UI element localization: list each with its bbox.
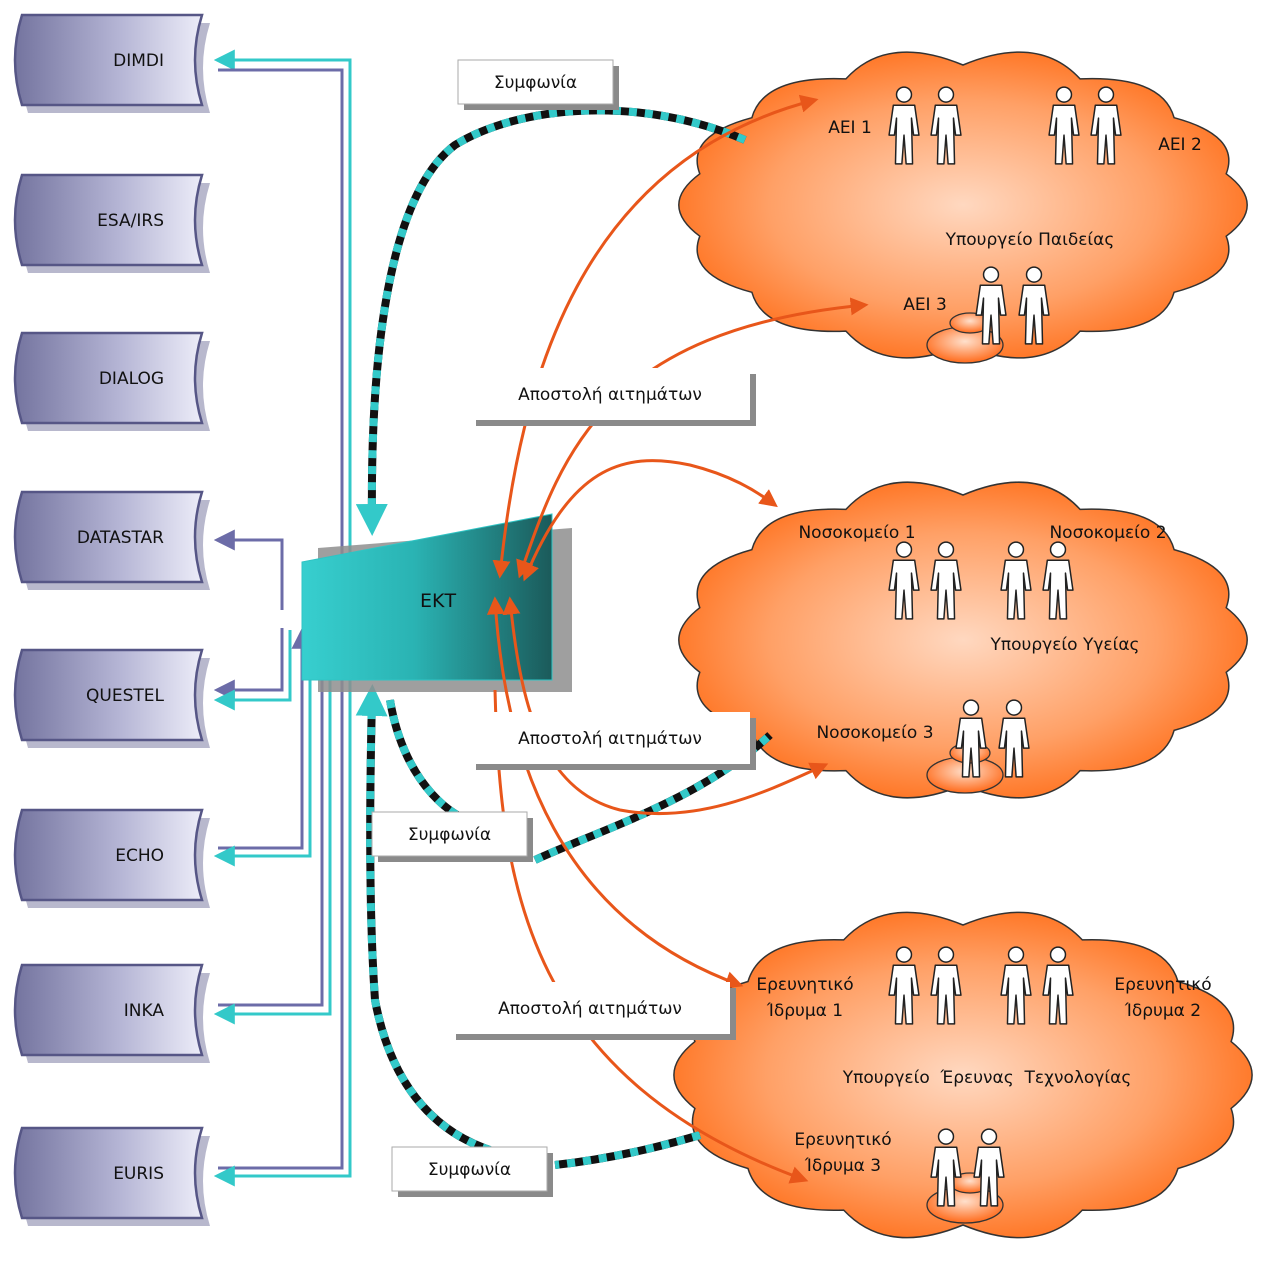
ministry-label: Υπουργείο Έρευνας Τεχνολογίας xyxy=(842,1068,1132,1088)
database-label: QUESTEL xyxy=(86,686,164,706)
database-esa-irs: ESA/IRS xyxy=(13,173,210,273)
request-arrow-aei1 xyxy=(492,94,819,579)
request-box-3: Αποστολή αιτημάτων xyxy=(450,982,736,1040)
questel-violet-line xyxy=(213,628,284,701)
request-box-1-text: Αποστολή αιτημάτων xyxy=(518,385,702,405)
institution-label: Ερευνητικό xyxy=(794,1130,891,1150)
institution-label: ΑΕΙ 3 xyxy=(903,295,947,315)
request-box-3-text: Αποστολή αιτημάτων xyxy=(498,999,682,1019)
inka-violet-line xyxy=(218,627,333,1007)
institution-label: Ερευνητικό xyxy=(756,975,853,995)
cloud-2: Υπουργείο Υγείας Νοσοκομείο 1 Νοσοκομείο 2… xyxy=(678,481,1248,799)
echo-teal-line xyxy=(213,655,312,867)
agreement-box-1: Συμφωνία xyxy=(457,59,619,110)
database-label: ESA/IRS xyxy=(97,211,164,231)
echo-violet-line xyxy=(218,627,313,850)
database-dimdi: DIMDI xyxy=(13,13,210,113)
database-dialog: DIALOG xyxy=(13,331,210,431)
request-box-2-text: Αποστολή αιτημάτων xyxy=(518,729,702,749)
dimdi-violet-line xyxy=(218,68,353,610)
database-label: ECHO xyxy=(115,846,164,866)
cloud-3: Υπουργείο Έρευνας ΤεχνολογίαςΕρευνητικόΊ… xyxy=(673,911,1253,1239)
institution-label: ΑΕΙ 1 xyxy=(828,118,872,138)
agreement-box-2-text: Συμφωνία xyxy=(408,825,491,845)
agreement-box-3-text: Συμφωνία xyxy=(428,1160,511,1180)
agreement-link-research-dash xyxy=(370,700,702,1169)
request-box-2: Αποστολή αιτημάτων xyxy=(470,712,756,770)
institution-label: Νοσοκομείο 2 xyxy=(1049,523,1166,543)
institution-label: Νοσοκομείο 3 xyxy=(816,723,933,743)
request-arrow-nosok1 xyxy=(522,459,778,582)
institution-label: Ίδρυμα 3 xyxy=(804,1156,881,1176)
request-arrow-ereun1 xyxy=(486,596,744,989)
ministry-label: Υπουργείο Υγείας xyxy=(989,635,1139,655)
institution-label: Ερευνητικό xyxy=(1114,975,1211,995)
request-box-1: Αποστολή αιτημάτων xyxy=(470,368,756,426)
dimdi-teal-line xyxy=(213,49,352,590)
database-inka: INKA xyxy=(13,963,210,1063)
database-datastar: DATASTAR xyxy=(13,490,210,590)
ekt-label: ΕΚΤ xyxy=(420,590,456,612)
database-label: DIMDI xyxy=(113,51,164,71)
agreement-box-1-text: Συμφωνία xyxy=(494,73,577,93)
database-label: DIALOG xyxy=(99,369,164,389)
institution-label: ΑΕΙ 2 xyxy=(1158,135,1202,155)
request-arrow-ereun3 xyxy=(493,689,809,1184)
database-label: INKA xyxy=(124,1001,165,1021)
database-echo: ECHO xyxy=(13,808,210,908)
agreement-box-3: Συμφωνία xyxy=(391,1146,553,1197)
database-euris: EURIS xyxy=(13,1126,210,1226)
agreement-box-2: Συμφωνία xyxy=(371,811,533,862)
inka-teal-line xyxy=(213,655,332,1025)
agreement-link-education-dash xyxy=(355,106,747,536)
institution-label: Ίδρυμα 2 xyxy=(1124,1001,1201,1021)
database-questel: QUESTEL xyxy=(13,648,210,748)
database-label: DATASTAR xyxy=(77,528,164,548)
institution-label: Νοσοκομείο 1 xyxy=(798,523,915,543)
datastar-violet-line xyxy=(213,529,284,610)
euris-violet-line xyxy=(218,627,353,1170)
database-label: EURIS xyxy=(113,1164,164,1184)
institution-label: Ίδρυμα 1 xyxy=(766,1001,843,1021)
ministry-label: Υπουργείο Παιδείας xyxy=(945,230,1115,250)
euris-teal-line xyxy=(213,655,352,1187)
cloud-1: Υπουργείο Παιδείας ΑΕΙ 1 ΑΕΙ 2 ΑΕΙ 3 xyxy=(678,51,1248,364)
questel-teal-line xyxy=(213,630,292,711)
